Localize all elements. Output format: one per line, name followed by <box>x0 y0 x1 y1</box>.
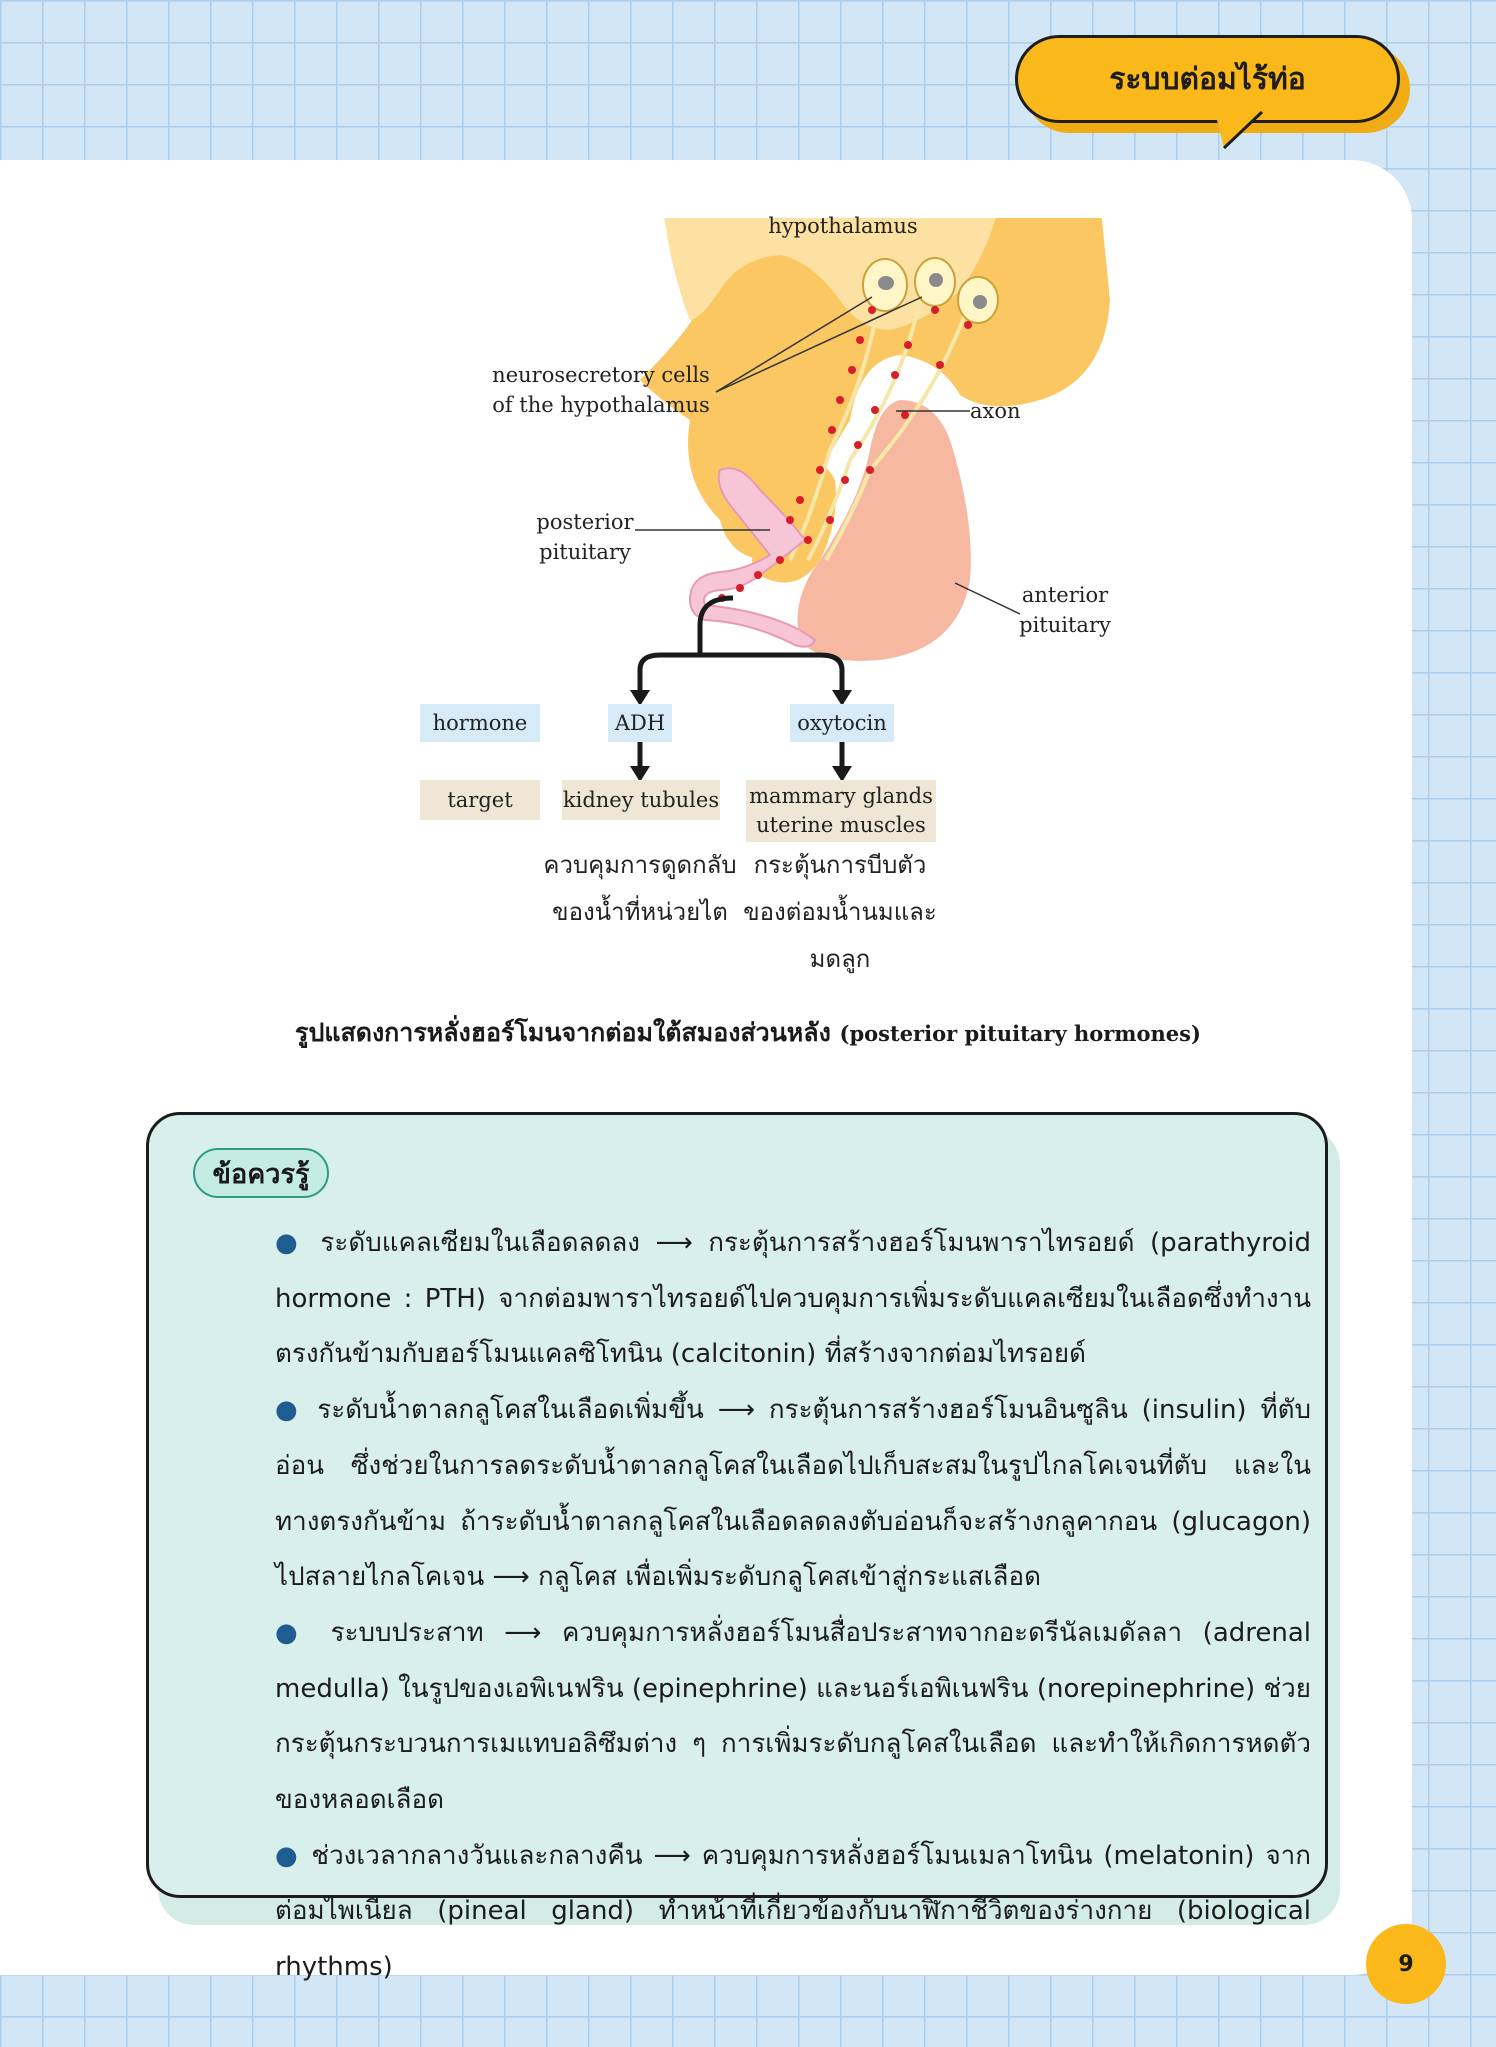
label-neurosecretory-line2: of the hypothalamus <box>492 393 710 417</box>
target-oxytocin-line2: uterine muscles <box>756 813 926 837</box>
label-anterior-line1: anterior <box>1021 583 1109 607</box>
paragraph-text: ระบบประสาท ⟶ ควบคุมการหลั่งฮอร์โมนสื่อปร… <box>275 1617 1311 1816</box>
label-axon: axon <box>970 399 1021 423</box>
label-hypothalamus: hypothalamus <box>768 214 918 238</box>
target-adh: kidney tubules <box>562 780 720 820</box>
paragraph-text: ระดับน้ำตาลกลูโคสในเลือดเพิ่มขึ้น ⟶ กระต… <box>275 1395 1312 1593</box>
target-oxytocin: mammary glands uterine muscles <box>746 780 936 842</box>
effect-adh-line1: ควบคุมการดูดกลับ <box>543 851 737 879</box>
row-label-target: target <box>420 780 540 820</box>
caption-thai: รูปแสดงการหลั่งฮอร์โมนจากต่อมใต้สมองส่วน… <box>295 1018 831 1047</box>
paragraph-text: ระดับแคลเซียมในเลือดลดลง ⟶ กระตุ้นการสร้… <box>275 1228 1312 1370</box>
effect-adh-line2: ของน้ำที่หน่วยไต <box>552 898 728 926</box>
paragraph-text: ช่วงเวลากลางวันและกลางคืน ⟶ ควบคุมการหลั… <box>275 1840 1312 1983</box>
hormone-dots <box>718 306 972 602</box>
chapter-tab-tail <box>1215 110 1264 150</box>
caption-english: (posterior pituitary hormones) <box>839 1021 1201 1046</box>
capillary-shape <box>688 467 817 648</box>
target-oxytocin-line1: mammary glands <box>749 784 933 808</box>
label-posterior-line1: posterior <box>536 510 634 534</box>
bullet-icon: ● <box>275 1395 304 1426</box>
figure-caption: รูปแสดงการหลั่งฮอร์โมนจากต่อมใต้สมองส่วน… <box>0 1013 1496 1053</box>
hormone-adh: ADH <box>608 704 672 742</box>
bullet-icon: ● <box>275 1228 305 1258</box>
knowledge-paragraph: ● ระดับแคลเซียมในเลือดลดลง ⟶ กระตุ้นการส… <box>175 1216 1311 1383</box>
knowledge-paragraph: ● ระดับน้ำตาลกลูโคสในเลือดเพิ่มขึ้น ⟶ กร… <box>175 1383 1311 1606</box>
knowledge-paragraph: ● ระบบประสาท ⟶ ควบคุมการหลั่งฮอร์โมนสื่อ… <box>175 1606 1311 1829</box>
page-number: 9 <box>1366 1924 1446 2004</box>
bullet-icon: ● <box>275 1840 301 1871</box>
label-anterior-line2: pituitary <box>1019 613 1111 637</box>
effect-oxytocin-line2: ของต่อมน้ำนมและ <box>743 898 937 926</box>
bullet-icon: ● <box>275 1617 311 1648</box>
label-neurosecretory-line1: neurosecretory cells <box>492 363 710 387</box>
knowledge-card <box>146 1112 1328 1898</box>
knowledge-body: ● ระดับแคลเซียมในเลือดลดลง ⟶ กระตุ้นการส… <box>175 1216 1311 1996</box>
anterior-pituitary-shape <box>797 400 971 661</box>
row-label-hormone: hormone <box>420 704 540 742</box>
effect-oxytocin-line1: กระตุ้นการบีบตัว <box>753 851 927 879</box>
knowledge-paragraph: ● ช่วงเวลากลางวันและกลางคืน ⟶ ควบคุมการห… <box>175 1829 1311 1996</box>
label-posterior-line2: pituitary <box>539 540 631 564</box>
chapter-tab: ระบบต่อมไร้ท่อ <box>1015 35 1400 123</box>
effect-oxytocin-line3: มดลูก <box>809 945 871 973</box>
pituitary-illustration <box>630 218 1110 782</box>
hormone-oxytocin: oxytocin <box>790 704 894 742</box>
knowledge-badge: ข้อควรรู้ <box>193 1148 329 1198</box>
